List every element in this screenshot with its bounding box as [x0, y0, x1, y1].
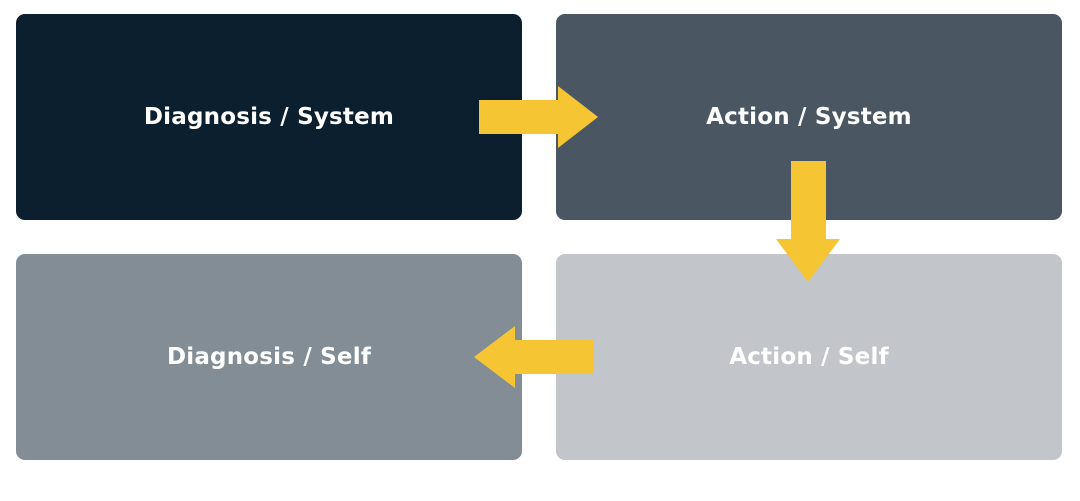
- quadrant-action-system: Action / System: [556, 14, 1062, 220]
- quadrant-label: Action / Self: [729, 344, 889, 370]
- quadrant-label: Action / System: [706, 104, 912, 130]
- quadrant-diagnosis-system: Diagnosis / System: [16, 14, 522, 220]
- quadrant-action-self: Action / Self: [556, 254, 1062, 460]
- quadrant-diagnosis-self: Diagnosis / Self: [16, 254, 522, 460]
- quadrant-label: Diagnosis / System: [143, 104, 395, 130]
- quadrant-label: Diagnosis / Self: [166, 344, 372, 370]
